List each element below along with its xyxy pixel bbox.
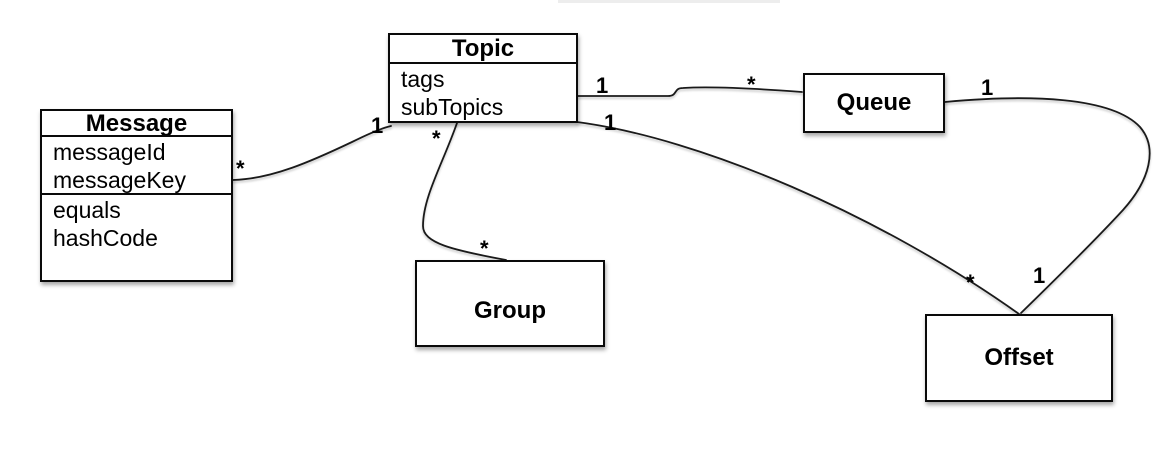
class-box-message: Message messageId messageKey equals hash…: [40, 109, 233, 282]
class-box-queue: Queue: [803, 73, 945, 133]
class-box-group: Group: [415, 260, 605, 347]
connector-topic-offset: [576, 121, 1020, 315]
operation-equals: equals: [53, 197, 121, 223]
multiplicity-label: *: [966, 270, 975, 295]
multiplicity-label: 1: [596, 73, 608, 98]
multiplicity-label: 1: [1033, 263, 1045, 288]
multiplicity-label: *: [236, 156, 245, 181]
connector-topic-queue: [577, 86, 803, 97]
class-title-group: Group: [474, 296, 546, 324]
operations-compartment: equals hashCode: [42, 195, 231, 252]
class-box-topic: Topic tags subTopics: [388, 33, 578, 123]
multiplicity-label: 1: [371, 113, 383, 138]
class-title-offset: Offset: [984, 344, 1054, 371]
operation-hashcode: hashCode: [53, 225, 158, 251]
cropped-box-edge-artifact: [558, 0, 780, 3]
class-title-message: Message: [42, 111, 231, 137]
attribute-tags: tags: [401, 66, 445, 92]
class-title-topic: Topic: [390, 35, 576, 64]
attributes-compartment: tags subTopics: [390, 64, 576, 121]
multiplicity-label: 1: [981, 75, 993, 100]
multiplicity-label: *: [747, 72, 756, 97]
class-box-offset: Offset: [925, 314, 1113, 402]
connector-queue-offset: [944, 97, 1151, 314]
multiplicity-label: *: [432, 126, 441, 151]
attribute-subtopics: subTopics: [401, 94, 504, 120]
multiplicity-label: 1: [604, 110, 616, 135]
connector-topic-group: [422, 122, 507, 261]
attributes-compartment: messageId messageKey: [42, 137, 231, 195]
class-title-queue: Queue: [836, 89, 912, 116]
multiplicity-label: *: [480, 236, 489, 261]
attribute-messagekey: messageKey: [53, 167, 186, 193]
connector-message-topic: [232, 125, 392, 181]
attribute-messageid: messageId: [53, 139, 166, 165]
